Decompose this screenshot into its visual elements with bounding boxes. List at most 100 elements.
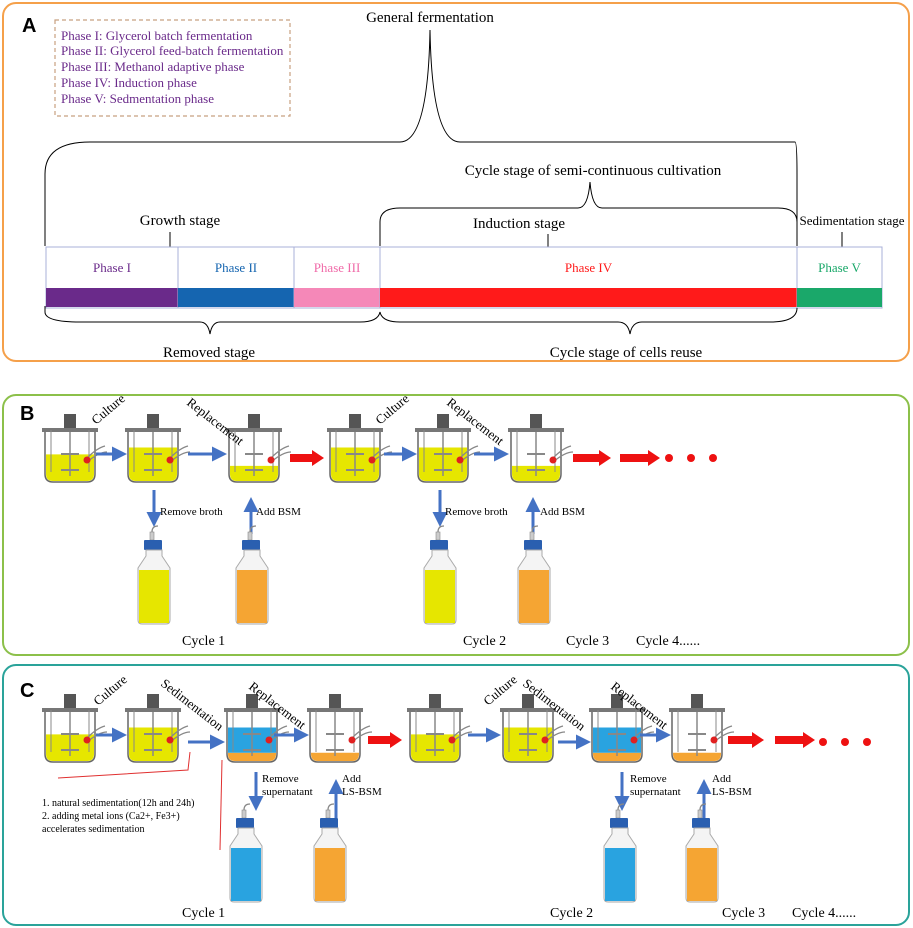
- removed-and-reuse-brace: [44, 306, 798, 335]
- panel-c-label: C: [20, 680, 34, 702]
- culture-label-c1: Culture: [90, 672, 130, 709]
- media-bottle: [229, 803, 263, 903]
- panel-c: [2, 664, 910, 926]
- panel-a-label: A: [22, 15, 36, 37]
- next-cycle-arrow-b1: [290, 450, 324, 466]
- supernatant-label-c2: supernatant: [630, 786, 681, 798]
- continuation-dots-c: [819, 738, 871, 746]
- cycle-2-label-c: Cycle 2: [550, 906, 593, 921]
- next-cycle-arrow-c1: [368, 732, 402, 748]
- bioreactor: [42, 414, 108, 483]
- continuation-dots-b: [665, 454, 717, 462]
- note-bracket: [57, 751, 191, 779]
- culture-label-c2: Culture: [480, 672, 520, 709]
- cycle-1-label-c: Cycle 1: [182, 906, 225, 921]
- bioreactor: [42, 694, 108, 763]
- removed-stage-label: Removed stage: [163, 345, 255, 361]
- phase-label-1: Phase I: [93, 260, 131, 275]
- panel-b-graphics: [42, 414, 717, 625]
- bioreactor: [407, 694, 473, 763]
- phase-box-5: Phase V: [796, 246, 883, 309]
- bioreactor: [589, 694, 655, 763]
- phase-bar-5: [797, 288, 882, 307]
- ls-bsm-label-c1: LS-BSM: [342, 786, 382, 798]
- media-bottle: [517, 525, 551, 625]
- phase-label-3: Phase III: [314, 260, 361, 275]
- add-label-c1: Add: [342, 773, 361, 785]
- general-fermentation-brace: [44, 29, 798, 246]
- bioreactor: [500, 694, 566, 763]
- add-bsm-label-b2: Add BSM: [540, 506, 585, 518]
- legend-item-phase-4: Phase IV: Induction phase: [61, 75, 197, 90]
- phase-box-2: Phase II: [177, 246, 295, 309]
- cycle-1-label-b: Cycle 1: [182, 634, 225, 649]
- panel-b-label: B: [20, 403, 34, 425]
- panel-c-graphics: [42, 694, 871, 903]
- note-accelerates: accelerates sedimentation: [42, 824, 144, 835]
- sedimentation-stage-label: Sedimentation stage: [799, 213, 904, 228]
- remove-label-c2: Remove: [630, 773, 667, 785]
- note-natural-sedimentation: 1. natural sedimentation(12h and 24h): [42, 798, 194, 809]
- legend-item-phase-3: Phase III: Methanol adaptive phase: [61, 59, 245, 74]
- phase-label-4: Phase IV: [565, 260, 613, 275]
- culture-label-b1: Culture: [88, 391, 128, 428]
- legend-item-phase-5: Phase V: Sedmentation phase: [61, 91, 214, 106]
- bioreactor: [226, 414, 292, 483]
- remove-broth-label-b2: Remove broth: [445, 506, 508, 518]
- cycle-4-label-b: Cycle 4......: [636, 634, 700, 649]
- next-cycle-arrow-b2: [573, 450, 611, 466]
- phase-timeline: Phase I Phase II Phase III Phase IV Phase V: [45, 246, 883, 309]
- media-bottle: [603, 803, 637, 903]
- phase-bar-2: [178, 288, 294, 307]
- note-metal-ions: 2. adding metal ions (Ca2+, Fe3+): [42, 811, 180, 822]
- phase-box-1: Phase I: [45, 246, 179, 309]
- media-bottle: [685, 803, 719, 903]
- phase-label-2: Phase II: [215, 260, 257, 275]
- general-fermentation-title: General fermentation: [366, 10, 494, 26]
- note-divider: [219, 759, 223, 851]
- add-bsm-label-b1: Add BSM: [256, 506, 301, 518]
- media-bottle: [313, 803, 347, 903]
- next-cycle-arrow-c2: [728, 732, 764, 748]
- bioreactor: [307, 694, 373, 763]
- next-cycle-arrow-c3: [775, 732, 815, 748]
- panel-a: [2, 2, 910, 362]
- phase-box-4: Phase IV: [379, 246, 798, 309]
- bioreactor: [508, 414, 574, 483]
- bioreactor: [125, 694, 191, 763]
- cycle-3-label-b: Cycle 3: [566, 634, 609, 649]
- media-bottle: [235, 525, 269, 625]
- phase-label-5: Phase V: [818, 260, 861, 275]
- culture-label-b2: Culture: [372, 391, 412, 428]
- remove-label-c1: Remove: [262, 773, 299, 785]
- semi-continuous-brace: [379, 181, 798, 246]
- phase-bar-3: [294, 288, 380, 307]
- replacement-label-b1: Replacement: [184, 395, 247, 449]
- phase-bar-4: [380, 288, 797, 307]
- ls-bsm-label-c2: LS-BSM: [712, 786, 752, 798]
- legend-item-phase-2: Phase II: Glycerol feed-batch fermentati…: [61, 43, 284, 58]
- cycle-4-label-c: Cycle 4......: [792, 906, 856, 921]
- phase-bar-1: [46, 288, 178, 307]
- remove-broth-label-b1: Remove broth: [160, 506, 223, 518]
- phase-legend: Phase I: Glycerol batch fermentation Pha…: [61, 28, 284, 106]
- cycle-3-label-c: Cycle 3: [722, 906, 765, 921]
- bioreactor: [415, 414, 481, 483]
- growth-stage-label: Growth stage: [140, 213, 221, 229]
- legend-item-phase-1: Phase I: Glycerol batch fermentation: [61, 28, 253, 43]
- phase-legend-box: [54, 19, 291, 117]
- cycle-semi-continuous-label: Cycle stage of semi-continuous cultivati…: [465, 163, 722, 179]
- add-label-c2: Add: [712, 773, 731, 785]
- bioreactor: [224, 694, 290, 763]
- media-bottle: [137, 525, 171, 625]
- supernatant-label-c1: supernatant: [262, 786, 313, 798]
- bioreactor: [125, 414, 191, 483]
- next-cycle-arrow-b3: [620, 450, 660, 466]
- bioreactor: [669, 694, 735, 763]
- phase-box-3: Phase III: [293, 246, 381, 309]
- induction-stage-label: Induction stage: [473, 216, 565, 232]
- bioreactor: [327, 414, 393, 483]
- cells-reuse-label: Cycle stage of cells reuse: [550, 345, 703, 361]
- cycle-2-label-b: Cycle 2: [463, 634, 506, 649]
